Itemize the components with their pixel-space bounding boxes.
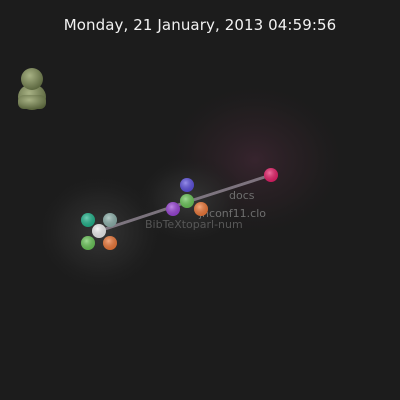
- node-highlight: [92, 224, 106, 238]
- file-label: jhconf11.clo: [198, 207, 266, 220]
- node-highlight: [81, 213, 95, 227]
- node-highlight: [103, 213, 117, 227]
- node-highlight: [103, 236, 117, 250]
- date-time-label: Monday, 21 January, 2013 04:59:56: [63, 16, 337, 34]
- left-file-cluster: [81, 213, 117, 250]
- user-avatar-icon: [18, 68, 46, 110]
- branch-edge: [185, 173, 273, 204]
- project-label: BibTeXtoparl-num: [145, 218, 243, 231]
- docs-label: docs: [229, 189, 255, 202]
- node-highlight: [264, 168, 278, 182]
- node-highlight: [180, 178, 194, 192]
- node-highlight: [194, 202, 208, 216]
- node-highlight: [81, 236, 95, 250]
- middle-file-cluster: [166, 178, 208, 216]
- node-highlight: [166, 202, 180, 216]
- node-highlight: [180, 194, 194, 208]
